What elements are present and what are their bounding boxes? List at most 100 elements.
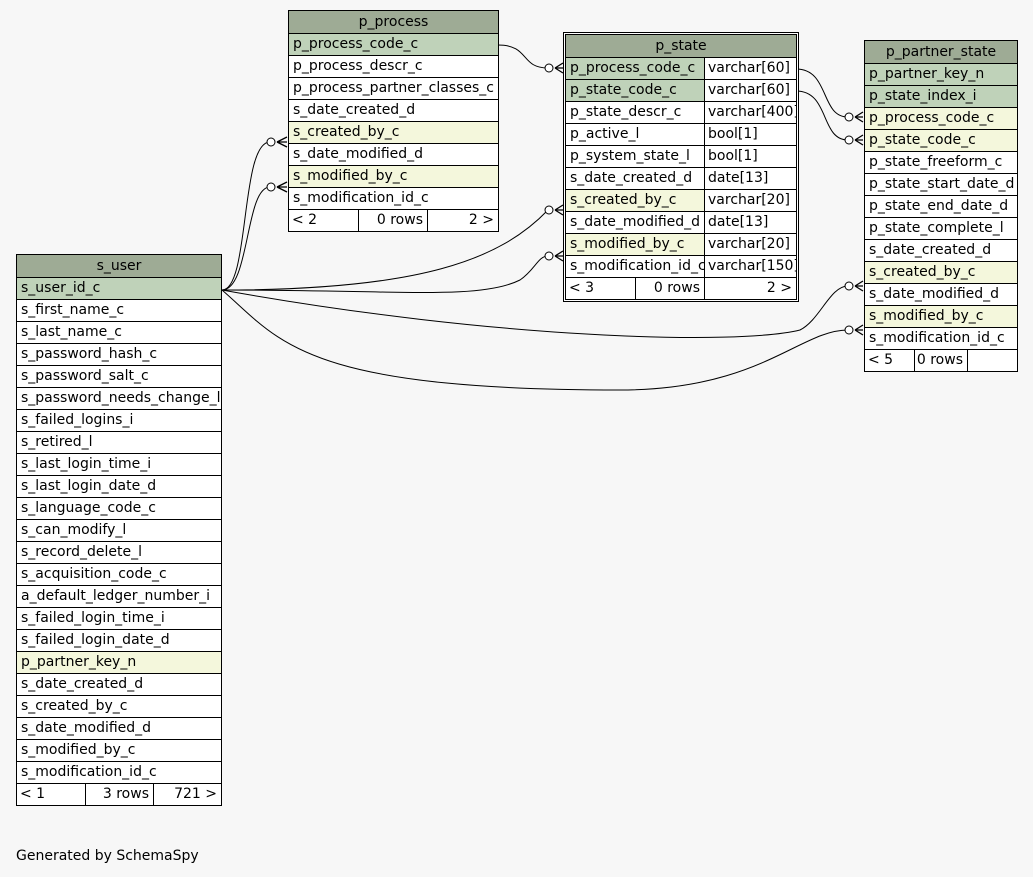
rel-state-created	[221, 209, 549, 291]
column-type: bool[1]	[704, 146, 796, 167]
column-name: p_state_descr_c	[570, 104, 682, 120]
column-name: s_last_name_c	[21, 324, 122, 340]
column-row[interactable]: s_failed_login_time_i	[17, 608, 221, 630]
rel-endpoint	[844, 135, 854, 145]
column-row[interactable]: s_last_login_date_d	[17, 476, 221, 498]
column-row[interactable]: s_date_created_d	[865, 240, 1017, 262]
column-row[interactable]: s_date_modified_d	[865, 284, 1017, 306]
column-name: s_failed_logins_i	[21, 412, 134, 428]
column-row[interactable]: p_state_freeform_c	[865, 152, 1017, 174]
table-title[interactable]: p_partner_state	[865, 41, 1017, 64]
column-row[interactable]: s_retired_l	[17, 432, 221, 454]
column-row[interactable]: s_modified_by_c	[17, 740, 221, 762]
column-name: s_created_by_c	[293, 124, 400, 140]
column-name: s_failed_login_time_i	[21, 610, 165, 626]
column-name: s_date_modified_d	[869, 286, 1000, 302]
column-row[interactable]: s_record_delete_l	[17, 542, 221, 564]
column-name: a_default_ledger_number_i	[21, 588, 211, 604]
column-row[interactable]: s_acquisition_code_c	[17, 564, 221, 586]
column-name: s_retired_l	[21, 434, 93, 450]
column-row[interactable]: s_modified_by_c	[865, 306, 1017, 328]
column-row[interactable]: p_process_code_c	[865, 108, 1017, 130]
rel-endpoint	[544, 205, 554, 215]
column-row[interactable]: s_date_modified_d	[289, 144, 498, 166]
column-row[interactable]: p_state_end_date_d	[865, 196, 1017, 218]
column-row[interactable]: s_modification_id_c	[289, 188, 498, 210]
rel-endpoint	[844, 325, 854, 335]
table-title[interactable]: p_process	[289, 11, 498, 34]
column-row[interactable]: s_modification_id_c	[17, 762, 221, 784]
column-row[interactable]: p_partner_key_n	[17, 652, 221, 674]
column-row[interactable]: p_state_complete_l	[865, 218, 1017, 240]
column-row[interactable]: s_modified_by_c	[289, 166, 498, 188]
crowfoot	[276, 181, 288, 193]
column-row[interactable]: s_date_modified_d	[17, 718, 221, 740]
column-row[interactable]: s_password_salt_c	[17, 366, 221, 388]
column-row[interactable]: s_failed_login_date_d	[17, 630, 221, 652]
column-row[interactable]: s_created_by_c	[17, 696, 221, 718]
crowfoot	[854, 324, 864, 336]
column-name: p_state_complete_l	[869, 220, 1004, 236]
column-row[interactable]: s_date_created_d	[289, 100, 498, 122]
column-name: s_modified_by_c	[869, 308, 984, 324]
rel-endpoint	[544, 251, 554, 261]
column-name: s_language_code_c	[21, 500, 156, 516]
column-name: p_process_code_c	[570, 60, 696, 76]
generated-by-label: Generated by SchemaSpy	[16, 848, 199, 864]
column-row[interactable]: s_last_name_c	[17, 322, 221, 344]
column-row[interactable]: s_password_hash_c	[17, 344, 221, 366]
column-row[interactable]: p_process_partner_classes_c	[289, 78, 498, 100]
column-row[interactable]: s_last_login_time_i	[17, 454, 221, 476]
column-name: s_last_login_time_i	[21, 456, 152, 472]
table-p-partner-state[interactable]: p_partner_state p_partner_key_n p_state_i…	[864, 40, 1018, 372]
column-name: s_modification_id_c	[570, 258, 704, 274]
table-title[interactable]: p_state	[566, 35, 796, 58]
column-name: s_date_created_d	[869, 242, 992, 258]
column-row[interactable]: s_password_needs_change_l	[17, 388, 221, 410]
column-row[interactable]: s_created_by_c	[289, 122, 498, 144]
column-row[interactable]: s_failed_logins_i	[17, 410, 221, 432]
crowfoot	[554, 204, 564, 216]
column-row[interactable]: s_first_name_c	[17, 300, 221, 322]
column-row[interactable]: p_process_descr_c	[289, 56, 498, 78]
column-row[interactable]: p_state_start_date_d	[865, 174, 1017, 196]
table-s-user[interactable]: s_user s_user_id_c s_first_name_c s_last_n…	[16, 254, 222, 806]
rel-process-modified	[221, 186, 271, 291]
column-name: s_modification_id_c	[21, 764, 157, 780]
rel-process-created	[221, 141, 271, 291]
column-row[interactable]: s_user_id_c	[17, 278, 221, 300]
crowfoot	[554, 62, 564, 74]
column-name: s_first_name_c	[21, 302, 125, 318]
column-row[interactable]: s_language_code_c	[17, 498, 221, 520]
column-name: s_created_by_c	[869, 264, 976, 280]
column-row[interactable]: s_created_by_c	[865, 262, 1017, 284]
crowfoot	[854, 134, 864, 146]
rel-state-modified	[221, 255, 549, 293]
row-count: 0 rows	[359, 210, 428, 231]
column-row[interactable]: p_partner_key_n	[865, 64, 1017, 86]
column-row[interactable]: p_state_index_i	[865, 86, 1017, 108]
table-footer: < 1 3 rows 721 >	[17, 784, 221, 805]
column-row[interactable]: s_modification_id_c	[865, 328, 1017, 350]
column-name: p_state_index_i	[869, 88, 977, 104]
table-title[interactable]: s_user	[17, 255, 221, 278]
column-row[interactable]: s_date_created_d	[17, 674, 221, 696]
column-row[interactable]: s_can_modify_l	[17, 520, 221, 542]
column-row[interactable]: p_state_code_c	[865, 130, 1017, 152]
column-row[interactable]: a_default_ledger_number_i	[17, 586, 221, 608]
column-row[interactable]: p_process_code_c	[289, 34, 498, 56]
column-name: p_state_start_date_d	[869, 176, 1015, 192]
parents-count: < 1	[17, 784, 86, 805]
